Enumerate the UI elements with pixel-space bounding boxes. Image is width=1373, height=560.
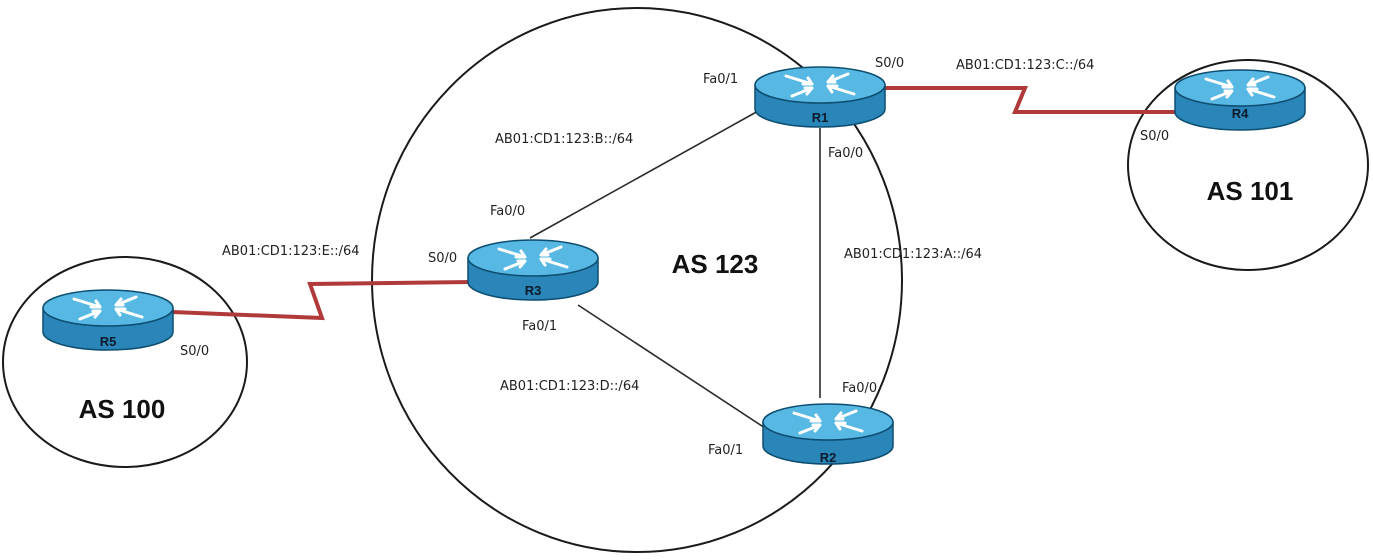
interface-r2-fa01: Fa0/1 [708, 443, 743, 458]
router-r3: R3 [466, 238, 600, 302]
router-r5-name: R5 [100, 334, 117, 349]
serial-link-r5-r3 [171, 280, 473, 321]
interface-r3-fa01: Fa0/1 [522, 319, 557, 334]
interface-r2-fa00: Fa0/0 [842, 381, 877, 396]
interface-r1-s00: S0/0 [875, 56, 904, 71]
as100-label: AS 100 [79, 394, 166, 424]
router-r2: R2 [761, 402, 895, 466]
router-r4-name: R4 [1232, 106, 1249, 121]
network-label-c: AB01:CD1:123:C::/64 [956, 58, 1094, 73]
as123-label: AS 123 [672, 249, 759, 279]
interface-r1-fa01: Fa0/1 [703, 72, 738, 87]
as101-boundary [1127, 59, 1369, 271]
interface-r3-s00: S0/0 [428, 251, 457, 266]
network-label-e: AB01:CD1:123:E::/64 [222, 244, 360, 259]
router-r3-name: R3 [525, 283, 542, 298]
router-r5: R5 [41, 288, 175, 352]
router-r1-name: R1 [812, 110, 829, 125]
interface-r5-s00: S0/0 [180, 344, 209, 359]
serial-link-r1-r4 [880, 86, 1178, 114]
link-r3-r1 [529, 109, 761, 239]
interface-r4-s00: S0/0 [1140, 129, 1169, 144]
router-r1: R1 [753, 65, 887, 129]
as100-boundary [2, 256, 248, 468]
link-r3-r2 [577, 304, 766, 429]
interface-r1-fa00: Fa0/0 [828, 146, 863, 161]
network-label-b: AB01:CD1:123:B::/64 [495, 132, 633, 147]
router-r2-name: R2 [820, 450, 837, 465]
network-label-d: AB01:CD1:123:D::/64 [500, 379, 639, 394]
as123-boundary [371, 7, 903, 553]
router-r4: R4 [1173, 68, 1307, 132]
network-label-a: AB01:CD1:123:A::/64 [844, 247, 982, 262]
router-icon [1173, 68, 1307, 132]
interface-r3-fa00: Fa0/0 [490, 204, 525, 219]
as101-label: AS 101 [1207, 176, 1294, 206]
